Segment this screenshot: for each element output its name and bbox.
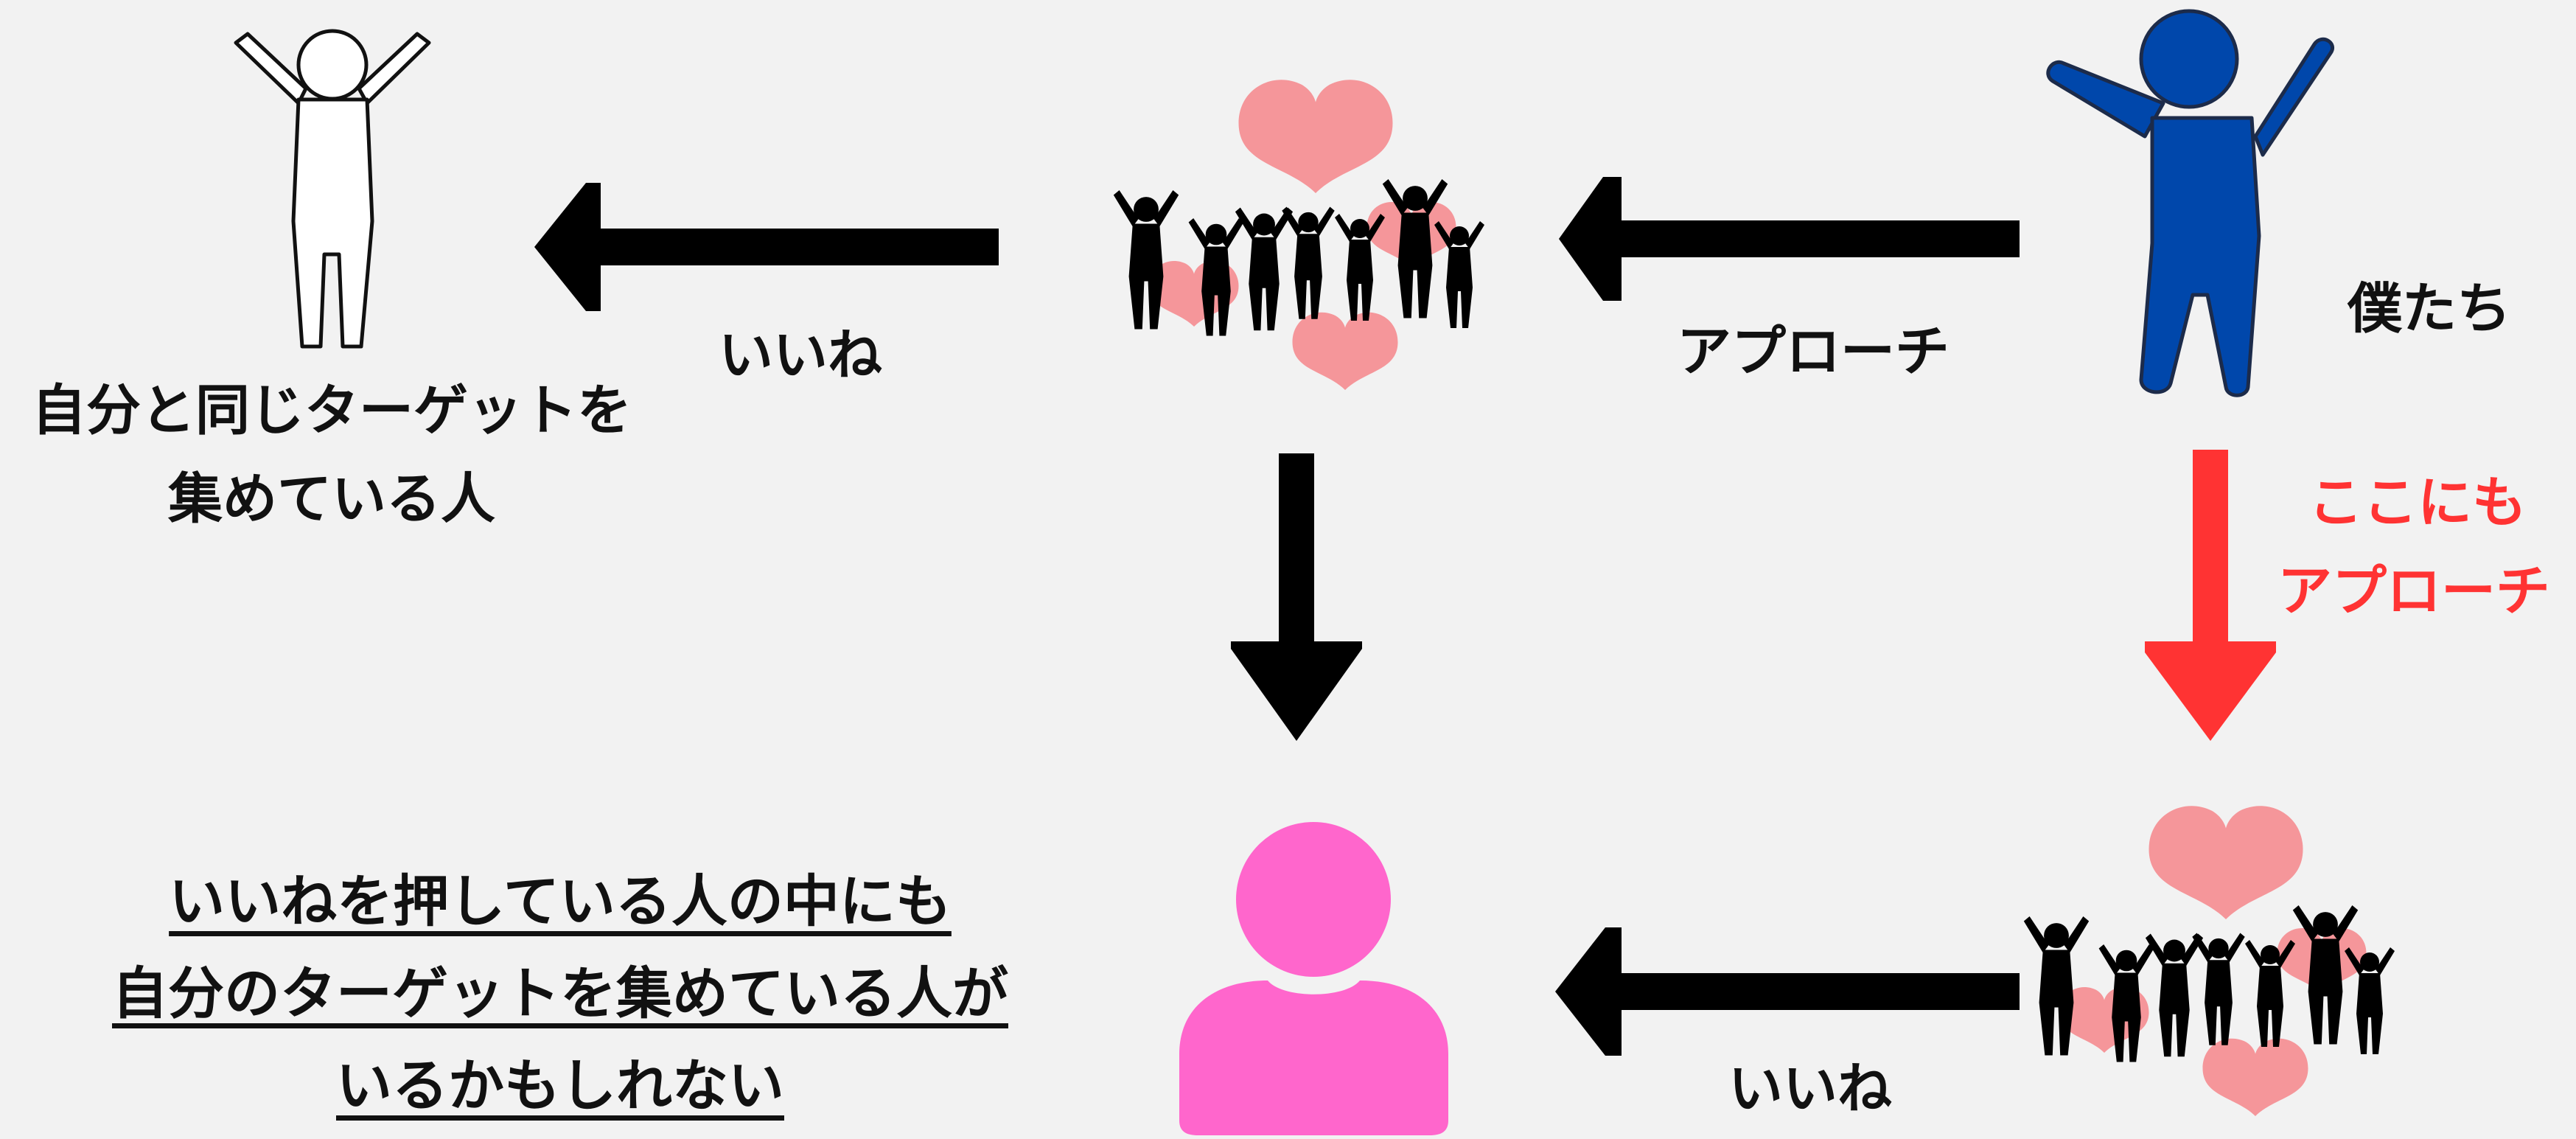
edge-label-also-here: ここにも [2308, 471, 2527, 534]
jumping-crowd-hearts-icon [2023, 806, 2395, 1116]
person-pink-icon [1179, 822, 1448, 1135]
caption-line1: いいねを押している人の中にも [169, 868, 952, 934]
raised-arms-person-outline-icon [234, 29, 431, 349]
arrow-crowd-to-target [1231, 453, 1362, 741]
competitor-label-line1: 自分と同じターゲットを [32, 379, 632, 442]
edge-label-like-top: いいね [719, 324, 882, 387]
arrow-bottom-crowd-to-target [1555, 927, 2020, 1056]
caption-line3: いるかもしれない [336, 1053, 784, 1118]
raised-arms-person-blue-icon [2046, 9, 2334, 397]
edge-label-approach: アプローチ [1677, 320, 1950, 383]
caption-line2: 自分のターゲットを集めている人が [112, 961, 1008, 1026]
arrow-crowd-to-competitor [534, 183, 999, 311]
edge-label-like-bottom: いいね [1728, 1057, 1892, 1121]
edge-label-approach-red: アプローチ [2277, 560, 2550, 623]
arrow-us-to-crowd [1559, 177, 2020, 301]
competitor-label-line2: 集めている人 [168, 467, 495, 531]
us-label: 僕たち [2348, 277, 2511, 341]
jumping-crowd-hearts-icon [1113, 80, 1484, 390]
arrow-us-to-bottom-crowd [2145, 450, 2276, 741]
